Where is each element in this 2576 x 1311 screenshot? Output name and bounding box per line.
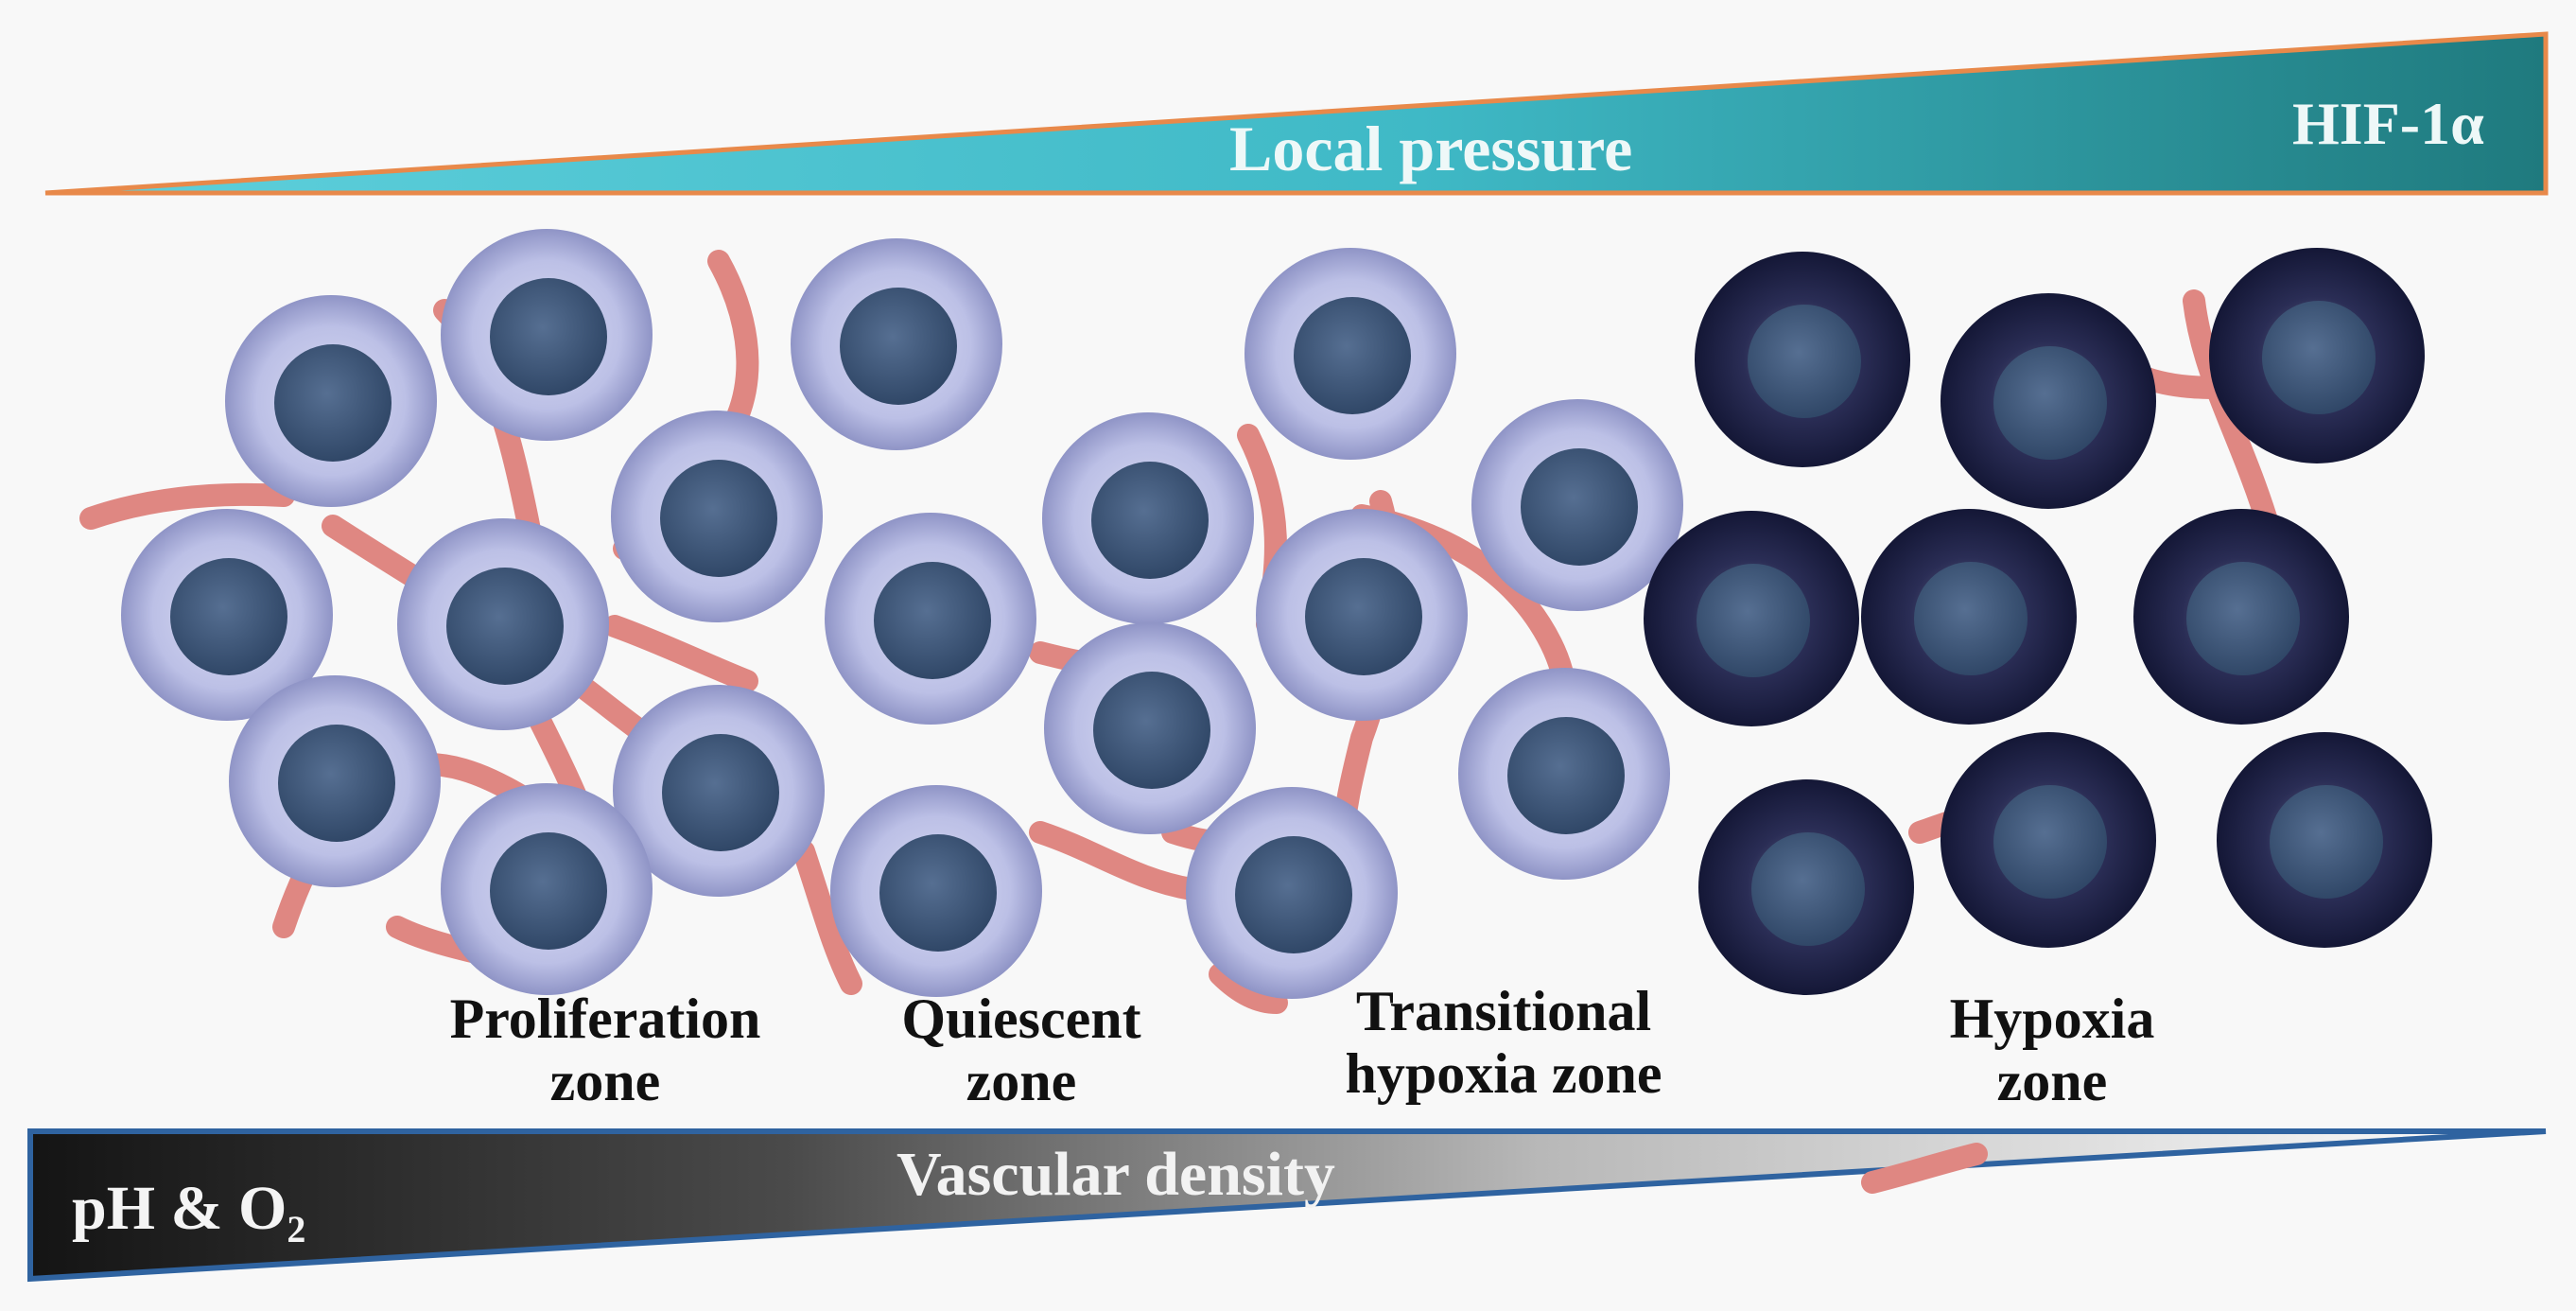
hypoxic-cell	[2133, 509, 2349, 725]
hypoxic-cell	[2217, 732, 2432, 948]
hypoxic-cell	[1644, 511, 1859, 726]
zone-label-transitional: Transitional hypoxia zone	[1296, 980, 1712, 1105]
normoxic-cell	[1256, 509, 1468, 721]
normoxic-cell	[1186, 787, 1398, 999]
normoxic-cell	[1042, 412, 1254, 624]
normoxic-cell	[441, 783, 653, 995]
ph-o2-label: pH & O2	[72, 1173, 305, 1251]
zone-label-line2: zone	[966, 1050, 1077, 1112]
ph-o2-main: pH & O	[72, 1174, 287, 1243]
normoxic-cell	[1244, 248, 1456, 460]
normoxic-cell	[397, 518, 609, 730]
hypoxic-cell	[1941, 732, 2156, 948]
normoxic-cell	[613, 685, 825, 897]
vascular-density-label: Vascular density	[896, 1140, 1335, 1209]
normoxic-cell	[1044, 622, 1256, 834]
normoxic-cell	[830, 785, 1042, 997]
normoxic-cell	[611, 411, 823, 622]
normoxic-cell	[1458, 668, 1670, 880]
zone-label-proliferation: Proliferation zone	[359, 988, 851, 1112]
zone-label-line2: zone	[1996, 1050, 2108, 1112]
zone-label-line2: zone	[549, 1050, 661, 1112]
normoxic-cell	[225, 295, 437, 507]
zone-label-quiescent: Quiescent zone	[832, 988, 1210, 1112]
hypoxic-cell	[1861, 509, 2077, 725]
zone-label-line1: Quiescent	[901, 988, 1141, 1050]
zone-label-line1: Proliferation	[449, 988, 761, 1050]
hif-label: HIF-1α	[2292, 90, 2484, 157]
normoxic-cell	[121, 509, 333, 721]
ph-o2-subscript: 2	[287, 1208, 306, 1251]
zone-label-hypoxia: Hypoxia zone	[1891, 988, 2213, 1112]
zone-label-line1: Transitional	[1355, 980, 1652, 1042]
normoxic-cell	[825, 513, 1036, 725]
normoxic-cell	[229, 675, 441, 887]
normoxic-cell	[441, 229, 653, 441]
hypoxic-cell	[1695, 252, 1910, 467]
hypoxic-cell	[2209, 248, 2425, 463]
local-pressure-gradient-bar	[44, 31, 2549, 196]
hypoxic-cell	[1941, 293, 2156, 509]
zone-label-line1: Hypoxia	[1949, 988, 2155, 1050]
hypoxic-cell	[1698, 779, 1914, 995]
zone-label-line2: hypoxia zone	[1345, 1042, 1662, 1105]
normoxic-cell	[791, 238, 1002, 450]
cells	[121, 229, 2432, 999]
local-pressure-label: Local pressure	[1229, 113, 1633, 184]
normoxic-cell	[1471, 399, 1683, 611]
